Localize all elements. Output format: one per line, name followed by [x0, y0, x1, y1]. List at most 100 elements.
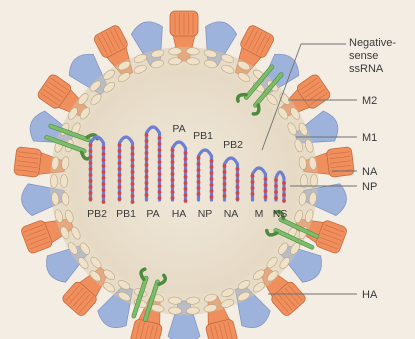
np-bead [210, 171, 214, 175]
np-bead [171, 178, 175, 182]
lipid-bead [60, 175, 67, 188]
np-bead [282, 199, 286, 203]
segment-label-pb1: PB1 [116, 208, 136, 220]
np-bead [158, 196, 162, 200]
np-bead [210, 195, 214, 199]
np-bead [210, 183, 214, 187]
np-bead [145, 145, 149, 149]
np-bead [236, 185, 240, 189]
segment-label-np: NP [198, 208, 213, 220]
np-bead [197, 180, 201, 184]
np-bead [197, 168, 201, 172]
np-bead [171, 196, 175, 200]
np-bead [158, 178, 162, 182]
np-bead [236, 167, 240, 171]
np-bead [145, 151, 149, 155]
label-negative-sense-line2: sense [349, 50, 378, 62]
np-bead [251, 174, 255, 178]
np-bead [118, 191, 122, 195]
np-bead [158, 148, 162, 152]
np-bead [264, 195, 268, 199]
np-bead [131, 176, 135, 180]
np-bead [158, 166, 162, 170]
np-bead [236, 179, 240, 183]
np-bead [264, 189, 268, 193]
np-bead [89, 161, 93, 165]
np-bead [131, 188, 135, 192]
np-bead [158, 172, 162, 176]
np-bead [89, 167, 93, 171]
np-bead [210, 177, 214, 181]
np-bead [131, 200, 135, 204]
segment-label-top-pa: PA [172, 123, 185, 135]
np-bead [282, 193, 286, 197]
np-bead [118, 173, 122, 177]
np-bead [145, 139, 149, 143]
np-bead [89, 155, 93, 159]
np-bead [282, 181, 286, 185]
np-bead [210, 165, 214, 169]
np-bead [184, 187, 188, 191]
np-bead [131, 170, 135, 174]
np-bead [223, 188, 227, 192]
np-bead [158, 190, 162, 194]
np-bead [118, 143, 122, 147]
np-bead [236, 197, 240, 201]
np-bead [251, 186, 255, 190]
np-bead [171, 172, 175, 176]
np-bead [274, 196, 278, 200]
np-bead [171, 160, 175, 164]
segment-label-pb2: PB2 [87, 208, 107, 220]
np-bead [102, 194, 106, 198]
np-bead [145, 163, 149, 167]
label-m2: M2 [362, 95, 377, 107]
segment-label-pa: PA [146, 208, 159, 220]
np-bead [102, 176, 106, 180]
segment-label-na: NA [224, 208, 239, 220]
np-bead [118, 161, 122, 165]
np-bead [158, 184, 162, 188]
np-bead [158, 154, 162, 158]
np-bead [89, 191, 93, 195]
np-bead [118, 149, 122, 153]
np-bead [223, 176, 227, 180]
np-bead [223, 170, 227, 174]
np-bead [184, 181, 188, 185]
np-bead [251, 180, 255, 184]
label-na: NA [362, 166, 378, 178]
np-bead [131, 194, 135, 198]
np-bead [102, 188, 106, 192]
np-bead [223, 164, 227, 168]
np-bead [171, 184, 175, 188]
np-bead [145, 187, 149, 191]
np-bead [236, 173, 240, 177]
label-np: NP [362, 181, 377, 193]
np-bead [158, 136, 162, 140]
np-bead [89, 143, 93, 147]
np-bead [171, 154, 175, 158]
np-bead [89, 149, 93, 153]
np-bead [89, 179, 93, 183]
np-bead [197, 156, 201, 160]
np-bead [102, 158, 106, 162]
np-bead [118, 179, 122, 183]
np-bead [274, 184, 278, 188]
np-bead [131, 158, 135, 162]
np-bead [184, 157, 188, 161]
np-bead [184, 175, 188, 179]
np-bead [264, 177, 268, 181]
np-bead [131, 164, 135, 168]
label-m1: M1 [362, 132, 377, 144]
np-bead [102, 182, 106, 186]
np-bead [171, 148, 175, 152]
np-bead [145, 181, 149, 185]
lipid-bead [50, 175, 57, 188]
np-bead [145, 133, 149, 137]
np-bead [118, 155, 122, 159]
np-bead [274, 178, 278, 182]
np-bead [89, 197, 93, 201]
np-bead [197, 162, 201, 166]
np-bead [118, 197, 122, 201]
